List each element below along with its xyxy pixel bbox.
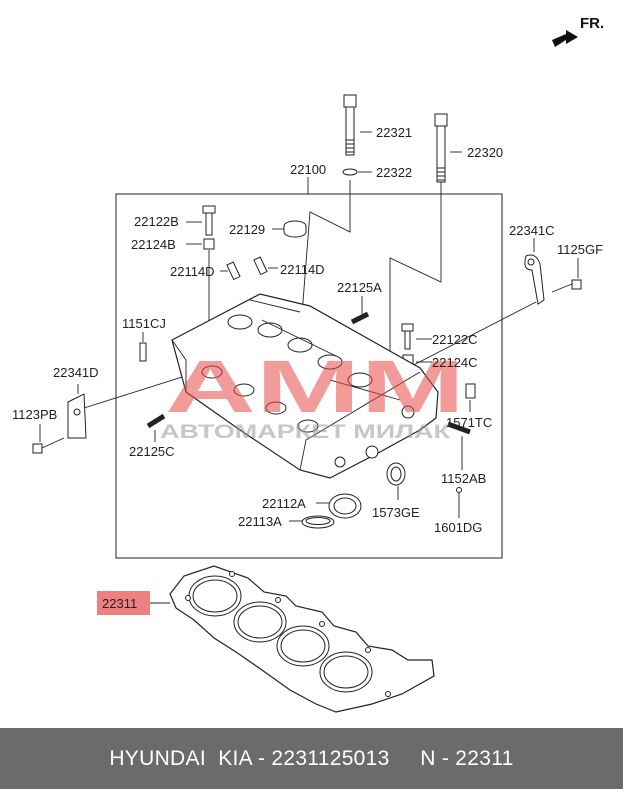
label-22322: 22322	[376, 165, 412, 180]
label-22320: 22320	[467, 145, 503, 160]
bolt-22320-icon	[434, 113, 448, 183]
gasket-22113a-icon	[301, 515, 335, 529]
label-1601dg: 1601DG	[434, 520, 482, 535]
bolt-22122c-icon	[401, 323, 414, 350]
bolt-1123pb-icon	[32, 437, 65, 454]
label-22112a: 22112A	[262, 496, 306, 511]
pin-1151cj-icon	[139, 342, 147, 362]
watermark-text: АВТОМАРКЕТ МИЛАК	[160, 422, 451, 443]
label-22114d-left: 22114D	[170, 264, 215, 279]
label-22341c: 22341C	[509, 223, 555, 238]
bracket-22341d-icon	[67, 393, 87, 439]
stud-22125c-icon	[146, 413, 166, 429]
seal-1573ge-icon	[386, 462, 406, 486]
label-22321: 22321	[376, 125, 412, 140]
cylinder-head-assembly-frame	[115, 193, 503, 559]
watermark-logo: AMM	[165, 345, 465, 428]
seal-22129-icon	[283, 220, 307, 238]
front-direction-label: FR.	[580, 15, 604, 32]
label-1125gf: 1125GF	[557, 242, 603, 257]
front-direction-arrow-icon	[552, 30, 578, 47]
exploded-parts-diagram: FR.	[12, 15, 604, 713]
plug-1601dg-icon	[456, 487, 462, 493]
dowel-pins-22114d-icon	[226, 256, 268, 281]
gasket-22112a-icon	[328, 493, 362, 519]
label-22114d-right: 22114D	[280, 262, 325, 277]
cap-22124b-icon	[203, 238, 215, 250]
label-22122c: 22122C	[432, 332, 478, 347]
label-22311: 22311	[102, 596, 137, 611]
label-22125c: 22125C	[129, 444, 175, 459]
label-1123pb: 1123PB	[12, 407, 57, 422]
washer-22322-icon	[342, 168, 358, 176]
label-22100: 22100	[290, 162, 326, 177]
label-22124c: 22124C	[432, 355, 478, 370]
label-22341d: 22341D	[53, 365, 99, 380]
label-22122b: 22122B	[134, 214, 179, 229]
footer-part-number: HYUNDAI KIA - 2231125013 N - 22311	[109, 746, 514, 770]
bolt-22122b-icon	[202, 205, 216, 236]
label-1152ab: 1152AB	[441, 471, 486, 486]
bracket-22341c-icon	[524, 254, 545, 305]
watermark: AMM АВТОМАРКЕТ МИЛАК	[160, 345, 465, 443]
label-22129: 22129	[229, 222, 265, 237]
label-1151cj: 1151CJ	[122, 316, 166, 331]
stud-1152ab-icon	[447, 421, 471, 435]
plug-1571tc-icon	[465, 383, 476, 399]
stud-22125a-icon	[350, 311, 370, 325]
highlight-22311	[97, 591, 150, 615]
label-22124b: 22124B	[131, 237, 176, 252]
cylinder-head-22100-icon	[171, 293, 439, 479]
label-1571tc: 1571TC	[446, 415, 492, 430]
footer-bar: HYUNDAI KIA - 2231125013 N - 22311	[0, 728, 623, 789]
label-22125a: 22125A	[337, 280, 382, 295]
bolt-1125gf-icon	[551, 279, 582, 293]
head-gasket-22311-icon	[169, 565, 435, 713]
label-1573ge: 1573GE	[372, 505, 420, 520]
label-22113a: 22113A	[238, 514, 282, 529]
bolt-22321-icon	[343, 94, 357, 156]
